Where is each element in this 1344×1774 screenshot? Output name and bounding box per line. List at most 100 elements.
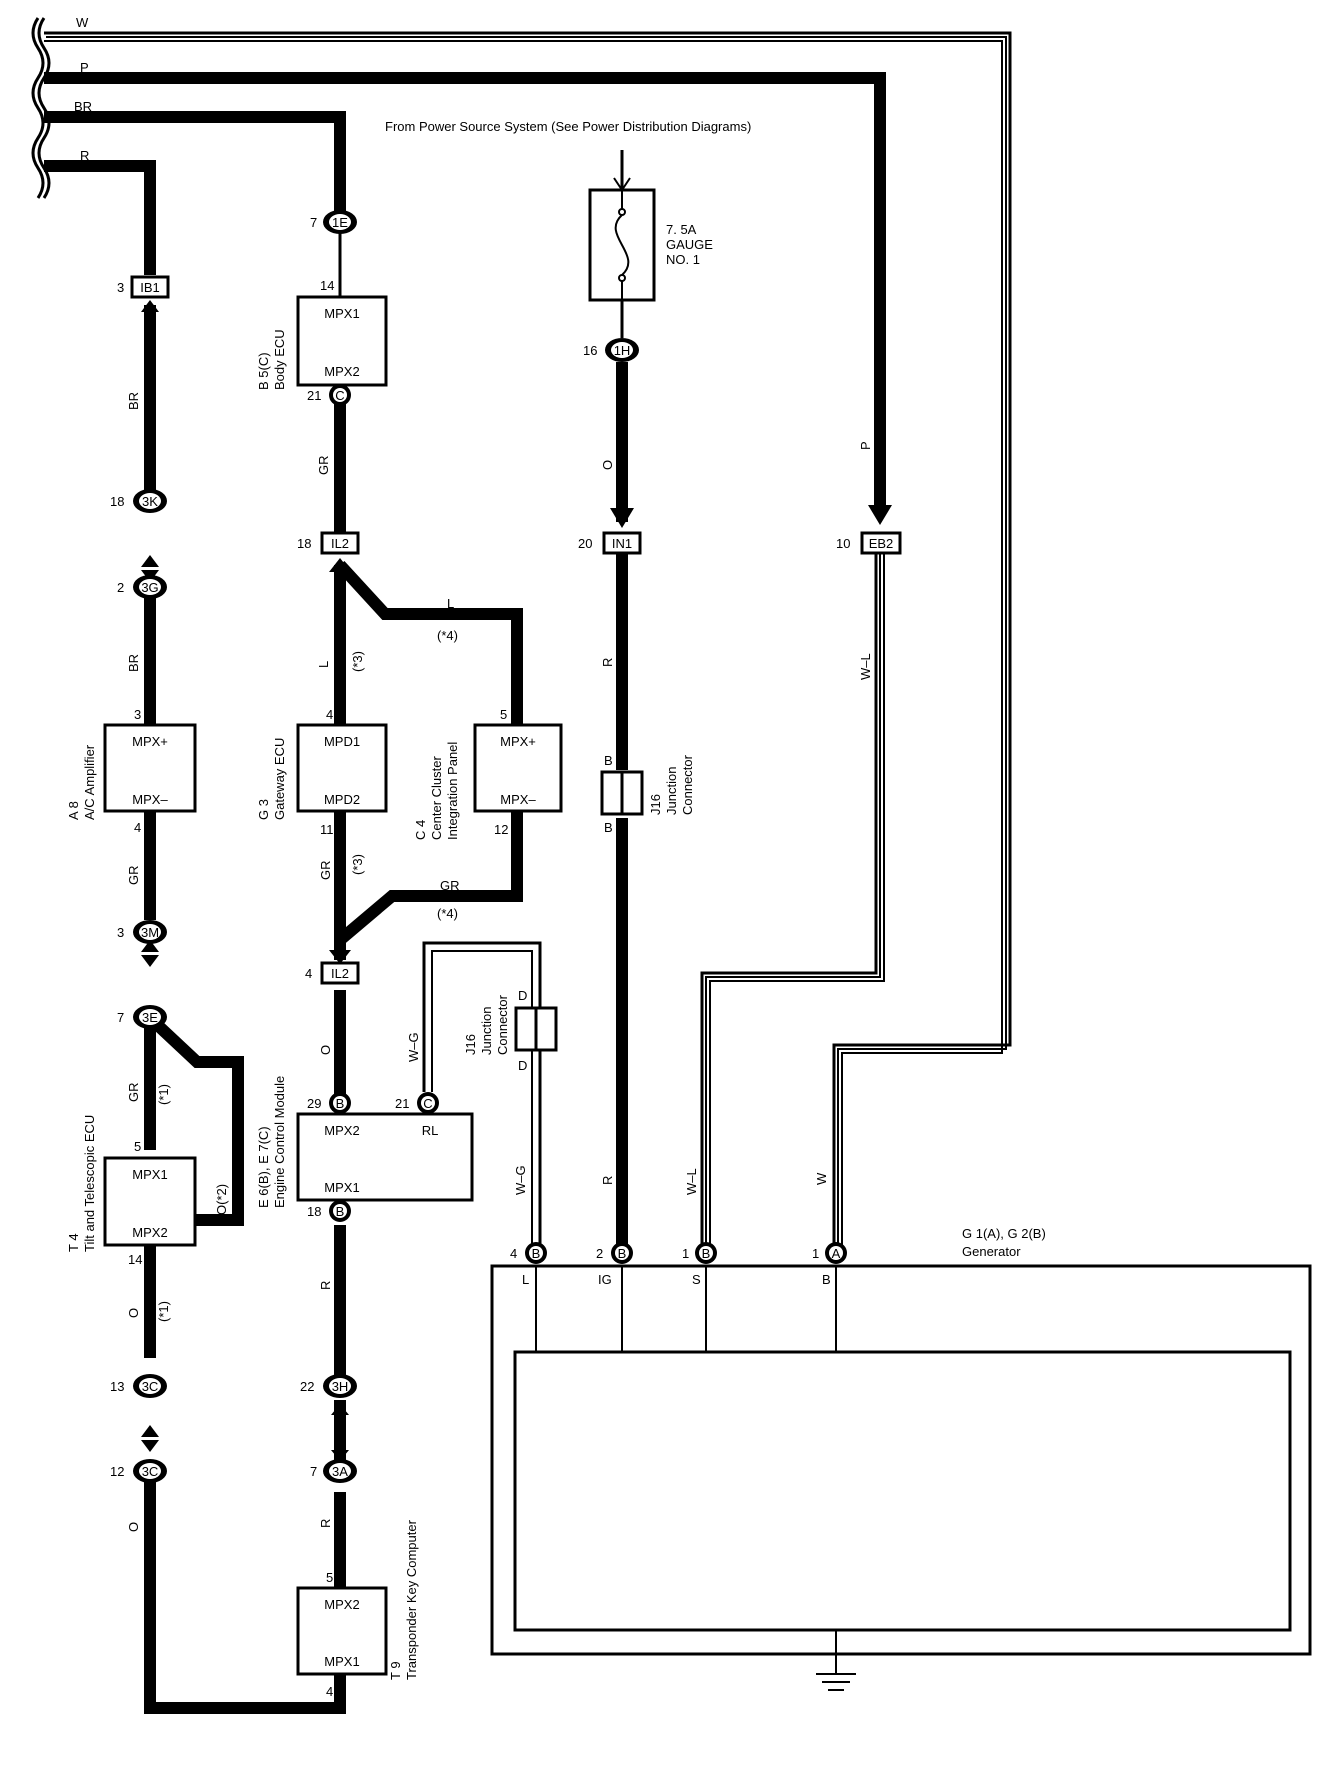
gen-terminal-s: S [692,1272,701,1287]
g3-pin-bot: 11 [320,822,334,837]
j16-b-pin-top: B [604,753,613,768]
t9-ref: T 9 [388,1661,403,1680]
wire-label-gr-star3: (*3) [350,854,365,875]
wire-r [44,160,156,275]
wire-label-wl-eb2: W–L [858,653,873,680]
label-p: P [80,60,89,75]
c4-pin-bot: 12 [494,822,508,837]
arrow-eb2 [868,505,892,525]
g3-ref: G 3 [256,799,271,820]
connector-3a-label: 3A [332,1464,348,1479]
gen-pin-b-label: A [832,1246,841,1261]
pin-e6-c21: 21 [395,1096,409,1111]
t4-pin-top: 5 [134,1139,141,1154]
gen-pin-ig-label: B [618,1246,627,1261]
component-b5: MPX1 MPX2 [296,295,388,387]
wire-label-gr-b5: GR [316,456,331,476]
connector-3e-label: 3E [142,1010,158,1025]
wire-w [44,31,1012,1250]
wire-label-o-e6: O [318,1045,333,1055]
connector-ib1-label: IB1 [140,280,160,295]
t4-pin-bot: 14 [128,1252,142,1267]
gen-ref: G 1(A), G 2(B) [962,1226,1046,1241]
a8-terminal-1: MPX+ [132,734,168,749]
connector-3m-label: 3M [141,925,159,940]
t4-terminal-1: MPX1 [132,1167,167,1182]
component-t4: MPX1 MPX2 [103,1156,197,1247]
e6-terminal-mpx1: MPX1 [324,1180,359,1195]
fuse-column-wires [610,150,634,1250]
gen-pin-l-label: B [532,1246,541,1261]
component-g3: MPD1 MPD2 [296,723,388,813]
connector-il2-bot [320,961,360,985]
c4-pin-top: 5 [500,707,507,722]
j16-d-ref: J16 [463,1034,478,1055]
t4-terminal-2: MPX2 [132,1225,167,1240]
a8-terminal-2: MPX– [132,792,168,807]
component-j16-d [514,1006,558,1052]
connector-il2-bot-label: IL2 [331,966,349,981]
a8-ref: A 8 [66,801,81,820]
connector-3c-13-label: 3C [142,1379,159,1394]
connector-in1-label: IN1 [612,536,632,551]
e6-name: Engine Control Module [272,1076,287,1208]
t4-ref: T 4 [66,1233,81,1252]
fuse-gauge [588,188,656,302]
c4-name1: Center Cluster [429,756,444,840]
pin-3m: 3 [117,925,124,940]
wire-label-gr-star1: (*1) [156,1084,171,1105]
label-br: BR [74,99,92,114]
a8-name: A/C Amplifier [82,744,97,820]
component-generator [490,1264,1312,1674]
connector-ib1 [130,275,170,299]
connector-e6-b18-label: B [336,1204,345,1219]
wire-label-br2: BR [126,654,141,672]
wire-label-o-fuse: O [600,460,615,470]
t4-name: Tilt and Telescopic ECU [82,1115,97,1252]
c4-ref: C 4 [413,820,428,840]
pin-ib1: 3 [117,280,124,295]
wire-p [44,72,886,515]
e6-ref: E 6(B), E 7(C) [256,1126,271,1208]
left-column-wires [141,300,346,1714]
generator-pins [525,1242,847,1264]
j16-d-name2: Connector [495,994,510,1055]
b5-terminal-2: MPX2 [324,364,359,379]
gen-terminal-ig: IG [598,1272,612,1287]
fuse-name: GAUGE [666,237,713,252]
wire-label-gr-t4: GR [126,1083,141,1103]
connector-3k-label: 3K [142,494,158,509]
t9-pin-top: 5 [326,1570,333,1585]
b5-terminal-1: MPX1 [324,306,359,321]
pin-3k: 18 [110,494,124,509]
gen-pin-ig-num: 2 [596,1246,603,1261]
pin-1e: 7 [310,215,317,230]
connector-in1 [602,531,642,555]
gen-terminal-l: L [522,1272,529,1287]
wire-label-l-c4: L [447,596,454,611]
wire-label-r-e6: R [318,1281,333,1290]
wire-label-o-loop: O(*2) [214,1184,229,1215]
t9-pin-bot: 4 [326,1684,333,1699]
pin-eb2: 10 [836,536,850,551]
wire-label-r-in1: R [600,658,615,667]
connector-3g-label: 3G [141,580,158,595]
component-c4: MPX+ MPX– [473,723,563,813]
pin-3g: 2 [117,580,124,595]
b5-name: Body ECU [272,329,287,390]
wire-label-gr1: GR [126,866,141,886]
j16-b-name2: Connector [680,754,695,815]
j16-d-pin-bot: D [518,1058,527,1073]
b5-pin-top: 14 [320,278,334,293]
c4-terminal-1: MPX+ [500,734,536,749]
label-w: W [76,15,89,30]
connector-e6-c21-label: C [423,1096,432,1111]
pin-1h: 16 [583,343,597,358]
pin-e6-b29: 29 [307,1096,321,1111]
wire-label-o-t4: O [126,1308,141,1318]
second-column-wires [329,233,523,1588]
g3-pin-top: 4 [326,707,333,722]
t9-terminal-1: MPX2 [324,1597,359,1612]
e6-terminal-rl: RL [422,1123,439,1138]
gen-pin-s-label: B [702,1246,711,1261]
